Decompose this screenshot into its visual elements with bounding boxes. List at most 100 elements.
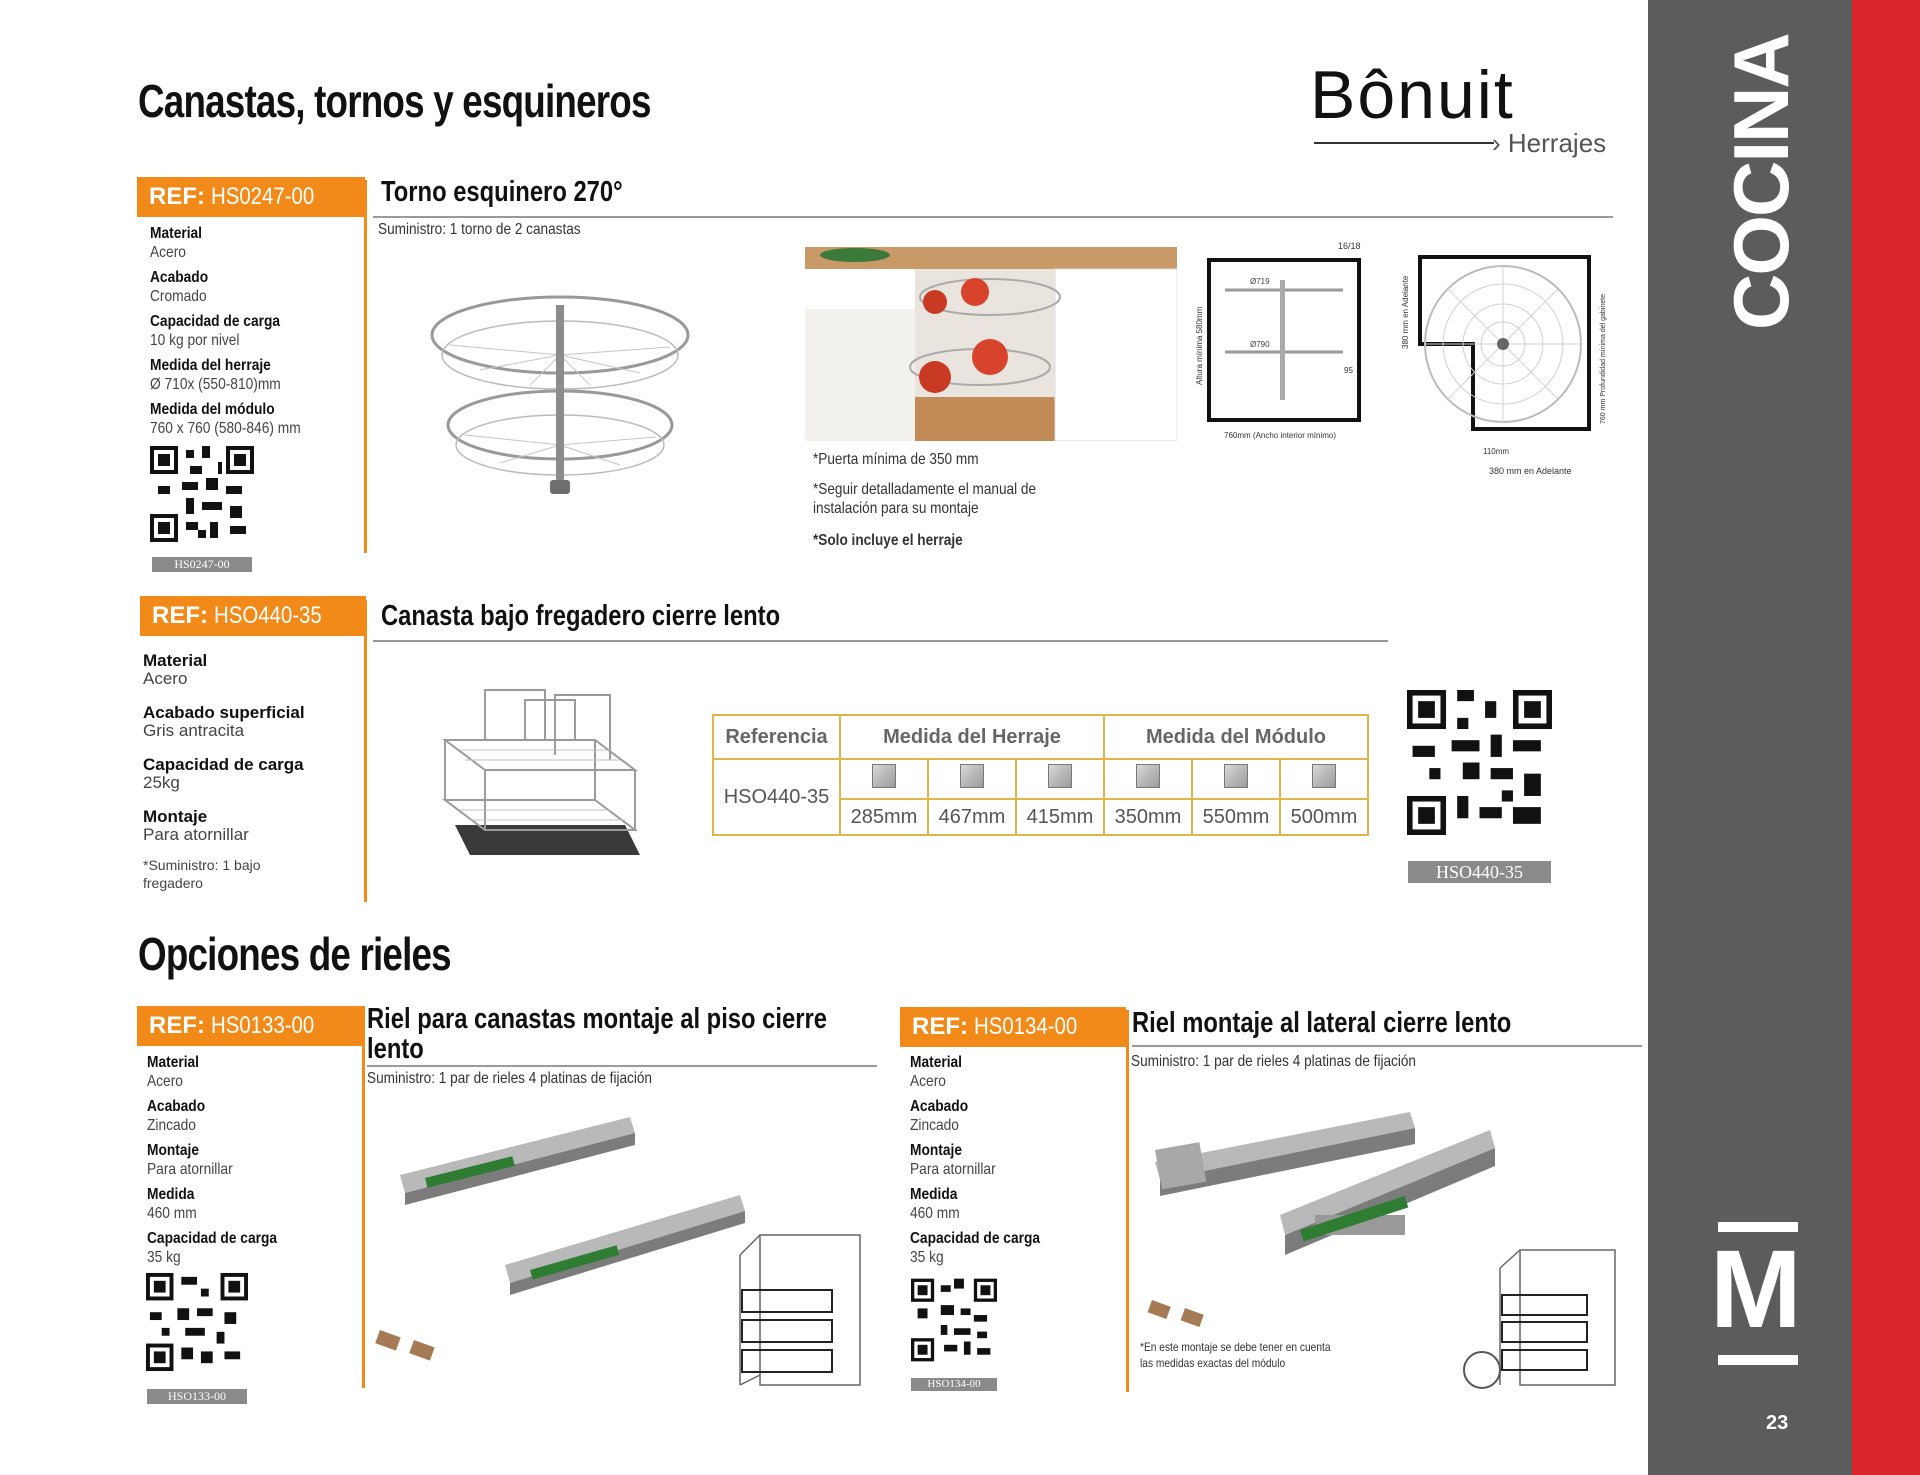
- spec-value: Zincado: [910, 1117, 959, 1134]
- title-rule: [373, 640, 1388, 642]
- note-manual-1: *Seguir detalladamente el manual de: [813, 481, 1037, 498]
- orange-divider: [364, 180, 367, 553]
- cube-height-icon: [1048, 764, 1072, 788]
- spec-label: Acabado: [150, 269, 209, 286]
- diagram-d2: Ø790: [1250, 340, 1270, 349]
- ref-badge-hs0247: REF:HS0247-00: [137, 177, 365, 217]
- brand-logo: Bônuit › Herrajes: [1310, 60, 1620, 160]
- brand-red-bar: [1852, 0, 1920, 1475]
- spec-value: Gris antracita: [143, 721, 245, 740]
- dimension-icon-cell: [1015, 758, 1105, 800]
- qr-caption: HSO133-00: [147, 1389, 247, 1404]
- spec-value: Para atornillar: [147, 1161, 233, 1178]
- col-header-ref: Referencia: [712, 714, 841, 760]
- supply-text: Suministro: 1 par de rieles 4 platinas d…: [1131, 1053, 1417, 1070]
- spec-value: Para atornillar: [910, 1161, 996, 1178]
- col-header-herraje: Medida del Herraje: [839, 714, 1105, 760]
- spec-label: Material: [150, 225, 203, 242]
- kitchen-photo: [805, 247, 1177, 441]
- title-rule: [367, 1065, 877, 1067]
- brand-sub-text: Herrajes: [1507, 128, 1607, 158]
- spec-value: 460 mm: [910, 1205, 960, 1222]
- spec-value: 35 kg: [147, 1249, 181, 1266]
- supply-text: *Suministro: 1 bajo: [143, 857, 261, 873]
- cube-width-icon: [872, 764, 896, 788]
- page-title: Canastas, tornos y esquineros: [138, 75, 651, 127]
- measurement-table: Referencia Medida del Herraje Medida del…: [712, 714, 1369, 836]
- diagram-top-label: 16/18: [1338, 241, 1361, 251]
- spec-value: 35 kg: [910, 1249, 944, 1266]
- spec-list-hs0133: Material Acero Acabado Zincado Montaje P…: [147, 1053, 298, 1273]
- spec-value: 760 x 760 (580-846) mm: [150, 420, 301, 437]
- note-side-1: *En este montaje se debe tener en cuenta: [1140, 1340, 1331, 1354]
- ref-code: HS0134-00: [974, 1013, 1078, 1040]
- title-rule: [373, 216, 1613, 218]
- dimension-diagram-front: 16/18 Ø719 Ø790 Altura mínima 580mm 95 7…: [1190, 240, 1370, 445]
- sink-basket-image: [442, 689, 640, 855]
- dimension-icon-cell: [839, 758, 929, 800]
- ref-badge-hs0133: REF:HS0133-00: [137, 1006, 365, 1046]
- qr-code[interactable]: [146, 1272, 248, 1372]
- floor-rail-image: [375, 1117, 861, 1386]
- diagram-right: 95: [1344, 366, 1353, 375]
- ref-code: HS0247-00: [211, 183, 315, 210]
- orange-divider: [364, 600, 367, 902]
- spec-label: Montaje: [147, 1142, 199, 1159]
- spec-list-hso440: Material Acero Acabado superficial Gris …: [143, 652, 305, 898]
- note-manual-2: instalación para su montaje: [813, 500, 979, 517]
- sidebar: COCINA M 23: [1648, 0, 1852, 1475]
- dimension-diagram-top: 380 mm en Adelante 760 mm Profundidad mí…: [1393, 254, 1618, 479]
- product-title-line-2: lento: [367, 1033, 424, 1065]
- cube-width-icon: [1136, 764, 1160, 788]
- cube-height-icon: [1312, 764, 1336, 788]
- section-letter-bar-bottom: [1718, 1355, 1798, 1365]
- spec-label: Medida del herraje: [150, 357, 271, 374]
- spec-value: Acero: [147, 1073, 183, 1090]
- value-cell: 467mm: [927, 798, 1017, 836]
- dimension-icon-cell: [1191, 758, 1281, 800]
- value-cell: 350mm: [1103, 798, 1193, 836]
- spec-value: Para atornillar: [143, 825, 249, 844]
- spec-label: Capacidad de carga: [143, 755, 304, 774]
- ref-label: REF:: [149, 183, 205, 210]
- qr-code[interactable]: [1407, 690, 1552, 835]
- qr-code[interactable]: [150, 446, 254, 542]
- ref-label: REF:: [149, 1012, 205, 1039]
- spec-value: Zincado: [147, 1117, 196, 1134]
- qr-code[interactable]: [911, 1278, 997, 1362]
- product-title: Torno esquinero 270°: [381, 176, 623, 208]
- section-title: Opciones de rieles: [138, 928, 452, 980]
- cube-depth-icon: [960, 764, 984, 788]
- ref-badge-hso440: REF:HSO440-35: [140, 596, 366, 636]
- spec-list-hs0134: Material Acero Acabado Zincado Montaje P…: [910, 1053, 1061, 1273]
- dimension-icon-cell: [927, 758, 1017, 800]
- ref-cell: HSO440-35: [712, 758, 841, 836]
- supply-text: Suministro: 1 torno de 2 canastas: [378, 221, 581, 238]
- product-title: Riel montaje al lateral cierre lento: [1132, 1007, 1512, 1039]
- spec-value: Acero: [150, 244, 186, 261]
- ref-badge-hs0134: REF:HS0134-00: [900, 1007, 1126, 1047]
- spec-value: Acero: [143, 669, 188, 688]
- spec-label: Montaje: [910, 1142, 962, 1159]
- spec-value: Ø 710x (550-810)mm: [150, 376, 281, 393]
- brand-name: Bônuit: [1310, 57, 1515, 133]
- spec-value: 460 mm: [147, 1205, 197, 1222]
- product-title: Canasta bajo fregadero cierre lento: [381, 600, 781, 632]
- spec-value: 10 kg por nivel: [150, 332, 240, 349]
- spec-label: Material: [910, 1054, 963, 1071]
- title-rule: [1132, 1045, 1642, 1047]
- spec-label: Medida del módulo: [150, 401, 275, 418]
- spec-label: Medida: [147, 1186, 195, 1203]
- diagram2-left: 380 mm en Adelante: [1401, 275, 1410, 349]
- diagram-side: Altura mínima 580mm: [1195, 306, 1204, 385]
- spec-value: Cromado: [150, 288, 207, 305]
- qr-caption: HSO134-00: [911, 1378, 997, 1391]
- ref-label: REF:: [152, 602, 208, 629]
- spec-label: Acabado superficial: [143, 703, 305, 722]
- dimension-icon-cell: [1279, 758, 1369, 800]
- page-number: 23: [1766, 1412, 1789, 1434]
- brand-underline: [1314, 142, 1494, 144]
- spec-value: Acero: [910, 1073, 946, 1090]
- spec-label: Medida: [910, 1186, 958, 1203]
- qr-caption: HSO440-35: [1408, 861, 1551, 883]
